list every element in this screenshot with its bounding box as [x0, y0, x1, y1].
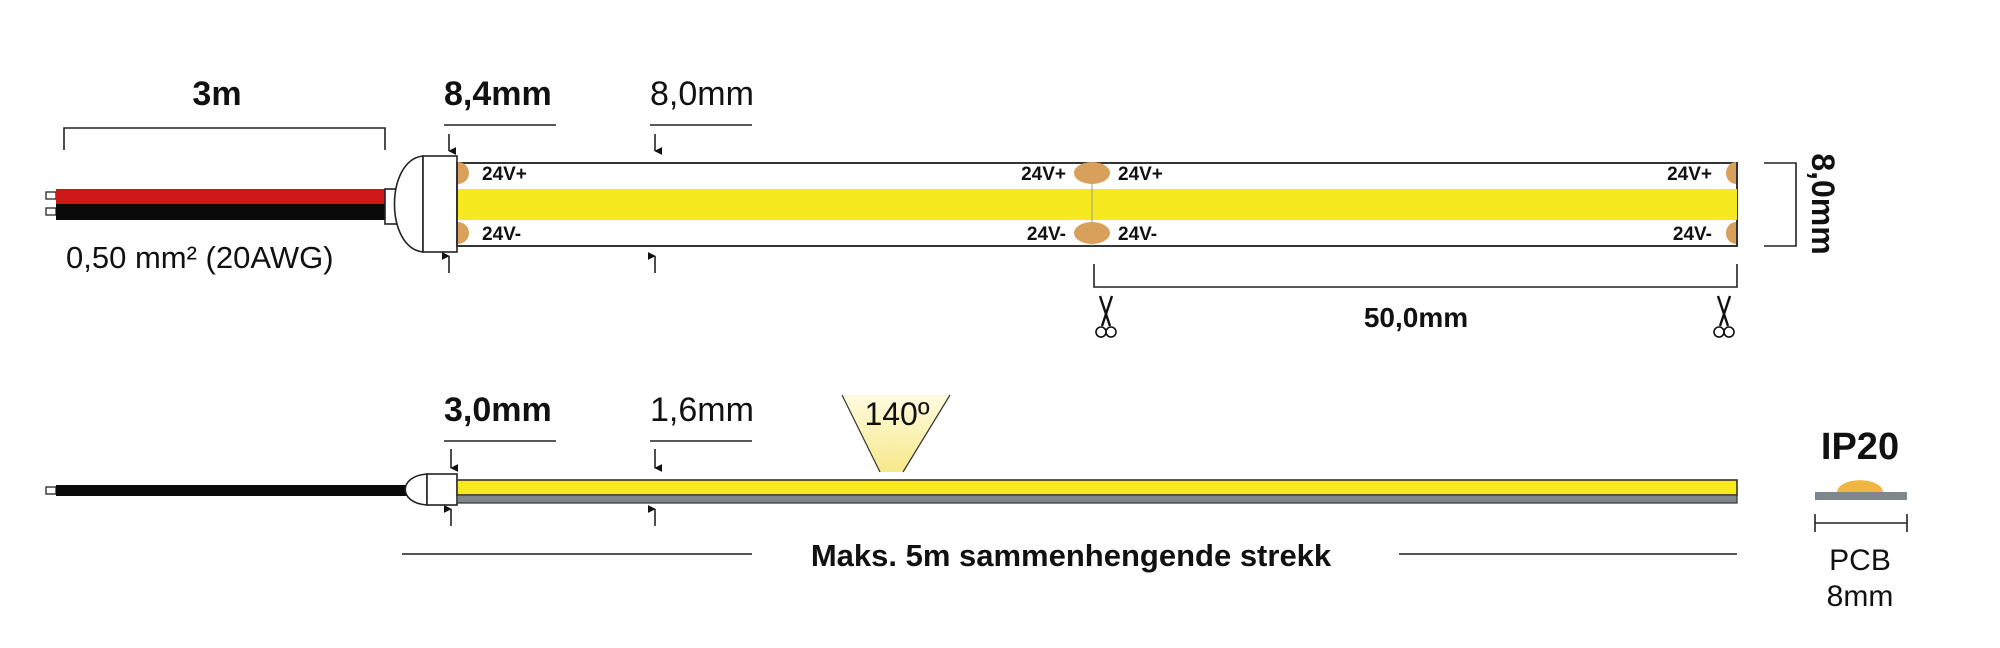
solder-pad	[1074, 162, 1110, 184]
black-wire	[56, 204, 385, 220]
cob-led-band	[458, 189, 1737, 220]
pad-label-plus: 24V+	[1021, 164, 1066, 185]
beam-angle-label: 140º	[864, 396, 929, 432]
strip-height-label: 1,6mm	[650, 391, 754, 429]
led-dome	[1837, 480, 1883, 493]
solder-pad	[1726, 162, 1736, 184]
strip-width-label: 8,0mm	[650, 75, 754, 113]
pcb-label: PCB	[1829, 544, 1891, 577]
side-view: 3,0mm 1,6mm 140º Maks. 5m sammenhengende…	[45, 391, 1738, 573]
cable-length-label: 3m	[192, 75, 241, 113]
pad-label-plus: 24V+	[1118, 164, 1163, 185]
led-strip-top: 24V+ 24V- 24V+ 24V- 24V+ 24V- 24V+ 24V-	[456, 162, 1738, 247]
max-run-label: Maks. 5m sammenhengende strekk	[811, 538, 1332, 573]
wire-pin	[45, 486, 57, 495]
end-connector-side	[404, 473, 458, 506]
ip-rating-label: IP20	[1821, 426, 1899, 468]
connector-height-label: 3,0mm	[444, 391, 552, 429]
cross-section: IP20 PCB 8mm	[1814, 426, 1908, 613]
end-connector	[384, 155, 458, 253]
solder-pad	[458, 222, 469, 244]
led-strip-side	[456, 479, 1738, 504]
connector-width-label: 8,4mm	[444, 75, 552, 113]
wire-pin	[45, 191, 57, 200]
cable-side	[56, 485, 408, 496]
pad-label-minus: 24V-	[482, 224, 521, 245]
pcb-bar	[1815, 492, 1907, 500]
pad-label-plus: 24V+	[1667, 164, 1712, 185]
pad-label-minus: 24V-	[1027, 224, 1066, 245]
pad-label-minus: 24V-	[1673, 224, 1712, 245]
solder-pad	[1074, 222, 1110, 244]
top-view: 3m 8,4mm 8,0mm	[45, 75, 1841, 338]
pcb-width-bracket	[1814, 514, 1908, 532]
beam-angle-cone	[841, 394, 951, 473]
power-cable	[45, 189, 385, 220]
pad-label-plus: 24V+	[482, 164, 527, 185]
pcb-layer	[456, 494, 1738, 504]
pad-label-minus: 24V-	[1118, 224, 1157, 245]
pcb-width-label: 8mm	[1827, 580, 1894, 613]
cut-length-label: 50,0mm	[1364, 302, 1468, 333]
scissors-icon	[1713, 295, 1735, 338]
solder-pad	[458, 162, 469, 184]
cob-led-layer	[456, 479, 1738, 496]
solder-pad	[1726, 222, 1736, 244]
strip-width-bracket	[1764, 162, 1797, 247]
red-wire	[56, 189, 385, 204]
scissors-icon	[1095, 295, 1117, 338]
cable-spec-label: 0,50 mm² (20AWG)	[66, 240, 334, 275]
wire-pin	[45, 207, 57, 216]
cut-length-bracket	[1093, 264, 1738, 288]
strip-width-side-label: 8,0mm	[1805, 153, 1841, 254]
cable-length-bracket	[63, 127, 386, 150]
